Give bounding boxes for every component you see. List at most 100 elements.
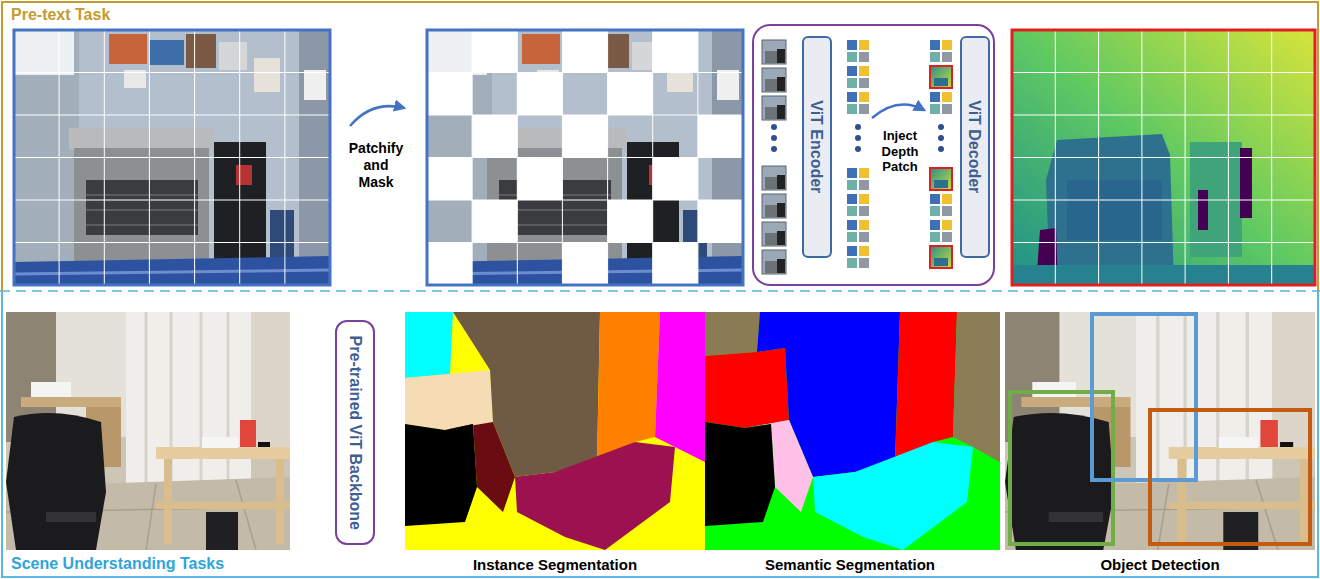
encoded-tokens (855, 135, 861, 141)
mask-patch (608, 200, 653, 243)
mask-patch (427, 30, 743, 285)
mask-patch (427, 158, 472, 201)
mask-patch (698, 200, 743, 243)
depth-map (1012, 265, 1315, 285)
decoder-tokens (938, 146, 944, 152)
bounding-box (1010, 392, 1113, 544)
encoder-box: ViT Encoder (802, 36, 832, 258)
module-label: ViT Decoder (966, 100, 984, 193)
task-label: Semantic Segmentation (750, 556, 950, 574)
semantic-mask (953, 312, 1000, 462)
semantic-mask (705, 312, 760, 356)
decoder-tokens (930, 194, 952, 216)
bounding-box (1150, 410, 1310, 544)
instance-mask (405, 312, 453, 378)
masked-image (427, 30, 743, 285)
instance-mask (405, 424, 477, 526)
instance-mask (405, 312, 705, 550)
input-image (14, 30, 330, 285)
mask-patch (653, 243, 698, 286)
detection-photo (1005, 312, 1315, 550)
patch-column (762, 96, 786, 120)
instance-mask (597, 312, 660, 462)
mask-patch (562, 115, 607, 158)
decoder-tokens (930, 220, 952, 242)
encoded-tokens (855, 146, 861, 152)
patch-column (771, 124, 777, 130)
patch-column (771, 146, 777, 152)
encoded-tokens (847, 40, 869, 62)
mask-patch (517, 158, 562, 201)
mask-patch (472, 200, 517, 243)
semantic-mask (705, 422, 775, 526)
encoded-tokens (847, 220, 869, 242)
module-label: Pre-trained ViT Backbone (346, 335, 364, 529)
decoder-tokens (930, 40, 952, 268)
decoder-tokens (938, 124, 944, 130)
patch-column (762, 166, 786, 190)
masked-image (427, 30, 743, 285)
module-label: ViT Encoder (808, 100, 826, 193)
pretext-panel: Pre-text TaskInject Depth Patch ViT Encod… (1, 1, 1319, 291)
detection-photo (1005, 312, 1315, 550)
semantic-mask (813, 442, 973, 550)
masked-image (427, 30, 743, 285)
mask-patch (698, 115, 743, 158)
encoded-tokens (855, 124, 861, 130)
instance-mask (405, 370, 493, 430)
decoder-tokens (938, 135, 944, 141)
depth-map (1046, 134, 1174, 285)
encoded-tokens (847, 194, 869, 216)
depth-map (1012, 30, 1315, 285)
depth-map (1067, 180, 1162, 240)
decoder-tokens (930, 92, 952, 114)
input-image (14, 30, 330, 285)
semantic-mask (705, 312, 1000, 550)
scene-photo (6, 312, 290, 550)
task-label: Object Detection (1060, 556, 1260, 574)
step-label: Patchify and Mask (345, 140, 407, 190)
instance-mask (405, 312, 705, 550)
encoded-tokens (847, 40, 869, 268)
depth-map (1012, 30, 1315, 285)
input-image (14, 30, 330, 285)
masked-image (427, 30, 743, 285)
mask-patch (608, 73, 653, 116)
inject-arrow (872, 105, 924, 118)
depth-map (1012, 30, 1315, 285)
mask-patch (427, 73, 472, 116)
patch-column (762, 194, 786, 218)
tasks-panel: Scene Understanding Tasks Pre-trained ViT… (1, 291, 1319, 578)
panel-heading: Pre-text Task (11, 6, 110, 24)
decoder-box: ViT Decoder (960, 36, 990, 258)
decoder-tokens (930, 40, 952, 62)
bounding-box (1092, 314, 1196, 480)
semantic-mask (895, 312, 957, 462)
depth-map (1012, 30, 1315, 285)
process-arrow (350, 106, 404, 126)
instance-mask (655, 312, 705, 462)
mask-patch (562, 30, 607, 73)
step-label: Inject Depth Patch (874, 128, 926, 175)
decoder-tokens (930, 246, 952, 268)
mask-patch (517, 73, 562, 116)
semantic-mask (705, 348, 789, 428)
input-image (14, 30, 330, 285)
instance-mask (515, 442, 675, 550)
detection-photo (1005, 312, 1315, 550)
patch-column (762, 40, 786, 64)
semantic-mask (705, 312, 1000, 550)
patch-column (762, 250, 786, 274)
encoded-tokens (847, 92, 869, 114)
panel-heading: Scene Understanding Tasks (11, 555, 224, 573)
bounding-box (1010, 314, 1310, 544)
decoder-tokens (930, 66, 952, 88)
depth-map (1240, 148, 1252, 218)
depth-map (1012, 30, 1315, 285)
task-label: Instance Segmentation (455, 556, 655, 574)
masked-image (427, 30, 743, 285)
mask-patch (653, 30, 698, 73)
